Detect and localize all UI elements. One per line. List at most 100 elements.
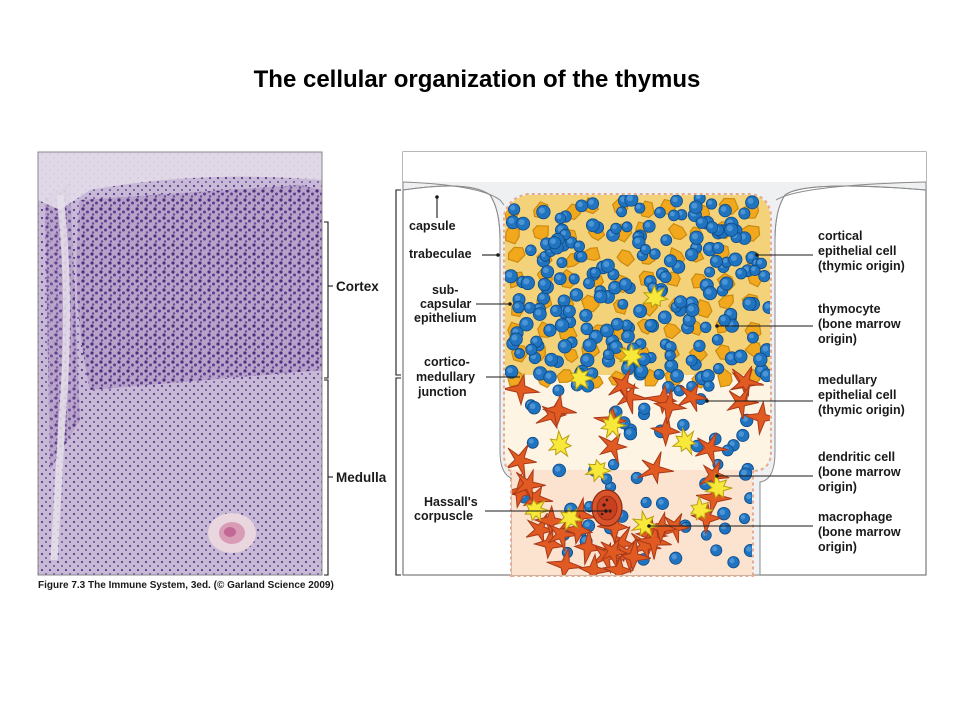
medullary-epithelial-cell xyxy=(608,369,640,403)
thymocyte-nucleus xyxy=(514,303,520,309)
thymocyte-nucleus xyxy=(577,252,583,258)
thymocyte-nucleus xyxy=(703,371,710,378)
cortex-bracket-right xyxy=(395,189,401,376)
thymocyte-nucleus xyxy=(746,494,752,500)
thymocyte-nucleus xyxy=(746,546,752,552)
thymocyte-nucleus xyxy=(688,305,694,312)
thymocyte-nucleus xyxy=(646,321,652,327)
thymocyte-nucleus xyxy=(554,466,561,472)
thymocyte-nucleus xyxy=(755,355,762,362)
thymocyte-nucleus xyxy=(545,325,552,332)
thymocyte-nucleus xyxy=(642,498,647,504)
thymocyte-nucleus xyxy=(602,326,609,333)
thymocyte-nucleus xyxy=(515,349,521,355)
thymocyte-nucleus xyxy=(582,324,588,330)
label-cortical-epithelial-cell: cortical epithelial cell (thymic origin) xyxy=(755,229,905,273)
thymocyte-nucleus xyxy=(632,473,638,480)
medullary-epithelial-cell xyxy=(512,468,546,504)
thymocyte-nucleus xyxy=(714,243,720,250)
svg-text:trabeculae: trabeculae xyxy=(409,247,472,261)
thymocyte-nucleus xyxy=(510,205,516,211)
thymocyte-nucleus xyxy=(691,233,698,240)
medullary-epithelial-cell xyxy=(677,382,708,412)
thymocyte-nucleus xyxy=(634,238,641,244)
hassalls-corpuscle xyxy=(591,489,623,527)
thymocyte-nucleus xyxy=(572,290,578,297)
thymocyte-nucleus xyxy=(726,225,733,232)
thymocyte-nucleus xyxy=(714,364,720,370)
thymocyte-nucleus xyxy=(695,195,701,200)
thymocyte-nucleus xyxy=(702,280,709,287)
dendritic-cell xyxy=(547,429,573,458)
thymocyte-nucleus xyxy=(526,246,532,252)
thymocyte-nucleus xyxy=(747,253,754,260)
svg-text:(bone marrow: (bone marrow xyxy=(818,525,901,539)
thymocyte-nucleus xyxy=(687,250,693,256)
histology-micrograph xyxy=(38,152,322,575)
thymocyte-nucleus xyxy=(552,306,558,312)
thymocyte-nucleus xyxy=(581,311,588,317)
thymocyte-nucleus xyxy=(658,499,664,505)
thymocyte-nucleus xyxy=(712,257,718,263)
thymocyte-nucleus xyxy=(565,306,571,313)
medullary-epithelial-cell xyxy=(505,372,541,407)
thymocyte-nucleus xyxy=(550,238,556,244)
thymocyte-nucleus xyxy=(660,312,667,319)
thymocyte-nucleus xyxy=(650,250,656,255)
thymocyte-nucleus xyxy=(705,288,712,295)
label-macrophage: macrophage (bone marrow origin) xyxy=(647,510,901,554)
dendritic-cell xyxy=(671,426,697,457)
medullary-epithelial-cell xyxy=(541,393,577,429)
svg-text:(thymic origin): (thymic origin) xyxy=(818,403,905,417)
thymocyte-nucleus xyxy=(554,386,560,392)
thymocyte-nucleus xyxy=(626,195,633,202)
svg-text:epithelium: epithelium xyxy=(414,311,477,325)
thymocyte-nucleus xyxy=(622,321,628,327)
thymocyte-nucleus xyxy=(672,196,678,203)
thymocyte-nucleus xyxy=(588,199,594,205)
thymocyte-nucleus xyxy=(644,222,651,228)
thymocyte-nucleus xyxy=(584,521,590,527)
thymocyte-nucleus xyxy=(588,369,594,375)
medullary-epithelial-cell xyxy=(577,552,611,575)
thymocyte-nucleus xyxy=(532,337,538,343)
figure-caption: Figure 7.3 The Immune System, 3ed. (© Ga… xyxy=(38,580,334,591)
thymocyte-nucleus xyxy=(662,236,668,242)
thymocyte-nucleus xyxy=(604,350,610,356)
thymocyte-nucleus xyxy=(567,238,573,244)
svg-text:corpuscle: corpuscle xyxy=(414,509,473,523)
dendritic-cell xyxy=(557,507,585,532)
thymocyte-nucleus xyxy=(543,267,549,274)
medullary-epithelial-cell xyxy=(742,400,770,437)
medulla-bracket-left xyxy=(324,379,333,576)
cortical-epithelial-cell xyxy=(556,368,576,384)
thymocyte-nucleus xyxy=(636,366,643,373)
thymocyte-nucleus xyxy=(672,371,679,378)
thymocyte-nucleus xyxy=(661,272,667,279)
medullary-epithelial-cell xyxy=(730,366,765,398)
medullary-epithelial-cell xyxy=(573,528,608,567)
thymocyte-nucleus xyxy=(729,441,735,447)
thymocyte-nucleus xyxy=(666,361,673,368)
thymocyte-nucleus xyxy=(507,367,513,374)
thymocyte-nucleus xyxy=(617,208,623,213)
thymocyte-nucleus xyxy=(623,223,628,228)
thymocyte-nucleus xyxy=(738,431,745,437)
thymocyte-nucleus xyxy=(760,272,766,278)
thymocyte-nucleus xyxy=(514,295,521,301)
thymocyte-nucleus xyxy=(701,323,707,329)
thymocyte-nucleus xyxy=(591,268,596,274)
thymocyte-nucleus xyxy=(612,224,617,230)
thymocyte-nucleus xyxy=(713,335,719,341)
svg-text:dendritic cell: dendritic cell xyxy=(818,450,895,464)
thymocyte-nucleus xyxy=(726,310,732,316)
thymocyte-nucleus xyxy=(506,271,513,278)
svg-text:(thymic origin): (thymic origin) xyxy=(818,259,905,273)
cortical-epithelial-cell xyxy=(663,322,682,340)
thymocyte-nucleus xyxy=(764,303,770,309)
thymocyte-nucleus xyxy=(655,370,660,376)
thymocyte-nucleus xyxy=(744,299,751,306)
thymocyte-nucleus xyxy=(541,252,546,258)
thymocyte-nucleus xyxy=(591,332,598,339)
svg-text:sub-: sub- xyxy=(432,283,458,297)
